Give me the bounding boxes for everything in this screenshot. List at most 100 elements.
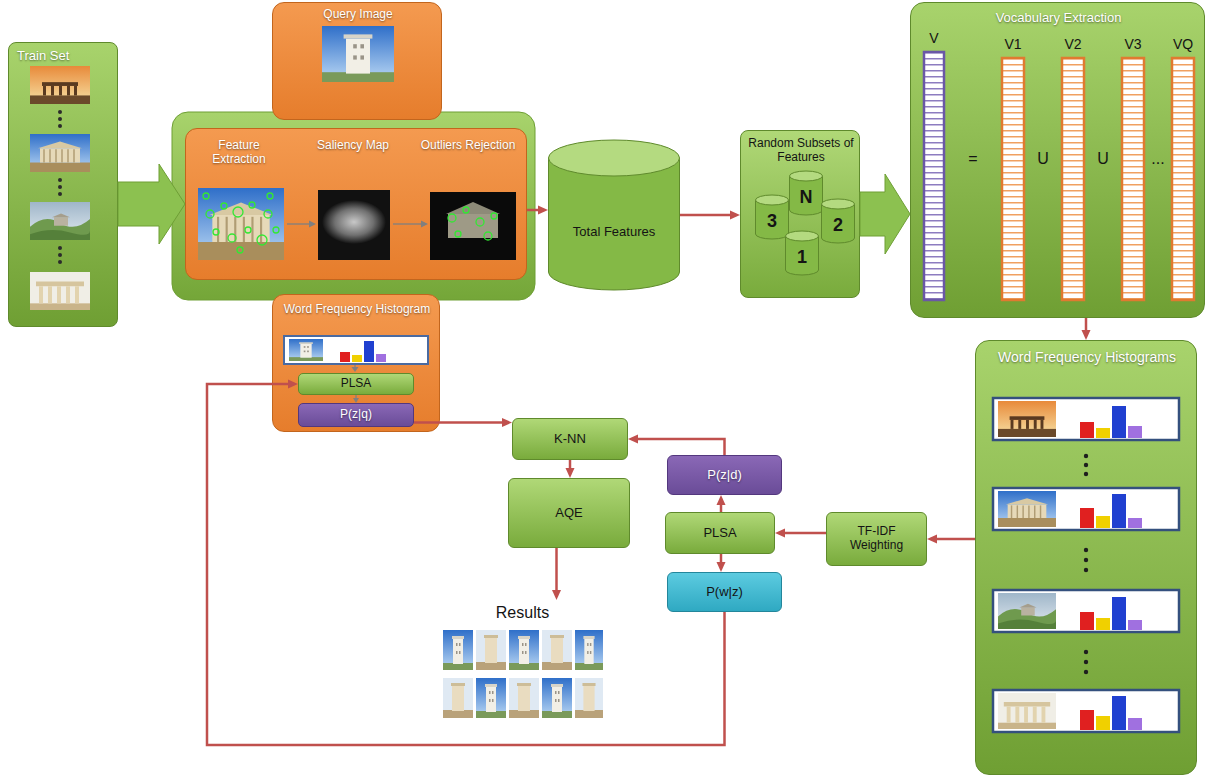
node-text: Word Frequency Histogram xyxy=(277,303,437,317)
node-text: P(w|z) xyxy=(706,585,743,600)
flow-arrow xyxy=(566,460,575,478)
document-histograms xyxy=(993,398,1179,732)
flow-arrow xyxy=(414,418,512,427)
vertical-ellipsis xyxy=(58,110,62,264)
panel: Train Set xyxy=(8,42,118,327)
cylinder-body xyxy=(756,200,789,239)
process-box: TF-IDF Weighting xyxy=(826,512,927,566)
vocabulary-bars xyxy=(924,52,1194,300)
flow-arrow xyxy=(207,380,725,746)
cylinder-top xyxy=(786,231,819,241)
process-box: PLSA xyxy=(298,373,414,395)
flow-arrow xyxy=(353,395,359,403)
label-anchor: VQ xyxy=(1153,36,1210,52)
stage-box: Word Frequency HistogramPLSA P(z|q) xyxy=(272,294,440,432)
block-arrow-shape xyxy=(860,174,910,254)
node-text: K-NN xyxy=(554,432,586,447)
node-text: Train Set xyxy=(17,49,111,64)
label-anchor: V3 xyxy=(1103,36,1163,52)
label-anchor: U xyxy=(1073,150,1133,168)
cylinder-top xyxy=(790,171,823,181)
node-text: Word Frequency Histograms xyxy=(986,349,1188,365)
stage-box: Feature Extraction Saliency Map Outliers R… xyxy=(185,128,527,280)
arrowhead xyxy=(538,206,548,215)
block-arrow-shape xyxy=(118,164,185,244)
block-arrow xyxy=(860,174,910,254)
node-text: Feature Extraction xyxy=(194,139,284,167)
process-box: AQE xyxy=(508,478,630,548)
arrowhead xyxy=(717,562,726,572)
photo xyxy=(30,272,90,310)
symbol-label: U xyxy=(1013,150,1073,168)
node-text: AQE xyxy=(555,506,582,521)
label-anchor: V xyxy=(904,30,964,46)
flow-arrow xyxy=(527,206,548,215)
node-text: Vocabulary Extraction xyxy=(921,11,1196,26)
feature-extraction-image xyxy=(198,188,284,260)
process-box: K-NN xyxy=(512,418,628,460)
distribution-box: P(z|q) xyxy=(298,403,414,427)
label-anchor: V1 xyxy=(983,36,1043,52)
result-photos xyxy=(443,630,603,718)
symbol-label: V xyxy=(904,30,964,46)
photo xyxy=(30,66,90,104)
flow-arrow xyxy=(628,435,725,456)
connector-line xyxy=(1085,318,1088,332)
process-arrows xyxy=(287,221,428,228)
panel: Word Frequency Histograms xyxy=(975,340,1197,775)
arrowhead xyxy=(730,211,740,220)
symbol-label: VQ xyxy=(1153,36,1210,52)
node-text: P(z|q) xyxy=(340,408,372,422)
label-anchor: = xyxy=(943,150,1003,168)
flow-arrow xyxy=(552,548,561,600)
arrowhead xyxy=(502,418,512,427)
node-text: 3 xyxy=(767,211,777,232)
distribution-box: P(w|z) xyxy=(667,572,782,612)
node-text: Saliency Map xyxy=(308,139,398,153)
photo xyxy=(30,134,90,172)
node-text: N xyxy=(800,187,813,208)
symbol-label: = xyxy=(943,150,1003,168)
arrowhead xyxy=(566,468,575,478)
cylinder-top xyxy=(822,199,855,209)
flow-arrow xyxy=(927,535,975,544)
arrowhead xyxy=(628,435,638,444)
node-text: 1 xyxy=(797,247,807,268)
query-histogram xyxy=(284,336,428,372)
stage-box: Query Image xyxy=(272,2,442,120)
connector-line xyxy=(555,548,558,592)
query-photo xyxy=(322,26,394,82)
connector-line xyxy=(783,532,826,535)
cylinder-body xyxy=(549,158,680,290)
outliers-image xyxy=(430,192,516,260)
train-set-photos xyxy=(30,66,90,310)
node-text: P(z|d) xyxy=(707,468,741,483)
connector-line xyxy=(414,421,504,424)
arrowhead xyxy=(288,380,298,389)
flow-arrow xyxy=(680,211,740,220)
node-text: Outliers Rejection xyxy=(420,139,516,153)
arrowhead xyxy=(1082,330,1091,340)
database-cylinder: 3 xyxy=(755,195,789,239)
distribution-box: P(z|d) xyxy=(667,455,782,495)
node-text: Query Image xyxy=(278,8,438,22)
connector-line xyxy=(636,439,725,455)
cylinder-top xyxy=(756,195,789,205)
database-cylinder: 1 xyxy=(785,231,819,275)
arrowhead xyxy=(717,495,726,505)
label-anchor: V2 xyxy=(1043,36,1103,52)
flow-arrow xyxy=(775,529,826,538)
block-arrow xyxy=(118,164,185,244)
arrowhead xyxy=(775,529,785,538)
connector-line xyxy=(207,384,725,745)
node-text: TF-IDF Weighting xyxy=(832,525,921,553)
process-box: Random Subsets of FeaturesN321 xyxy=(740,130,860,298)
cylinder-shape xyxy=(548,140,680,290)
photo xyxy=(30,202,90,240)
cylinder-body xyxy=(790,176,823,215)
processing-panel xyxy=(172,112,535,300)
